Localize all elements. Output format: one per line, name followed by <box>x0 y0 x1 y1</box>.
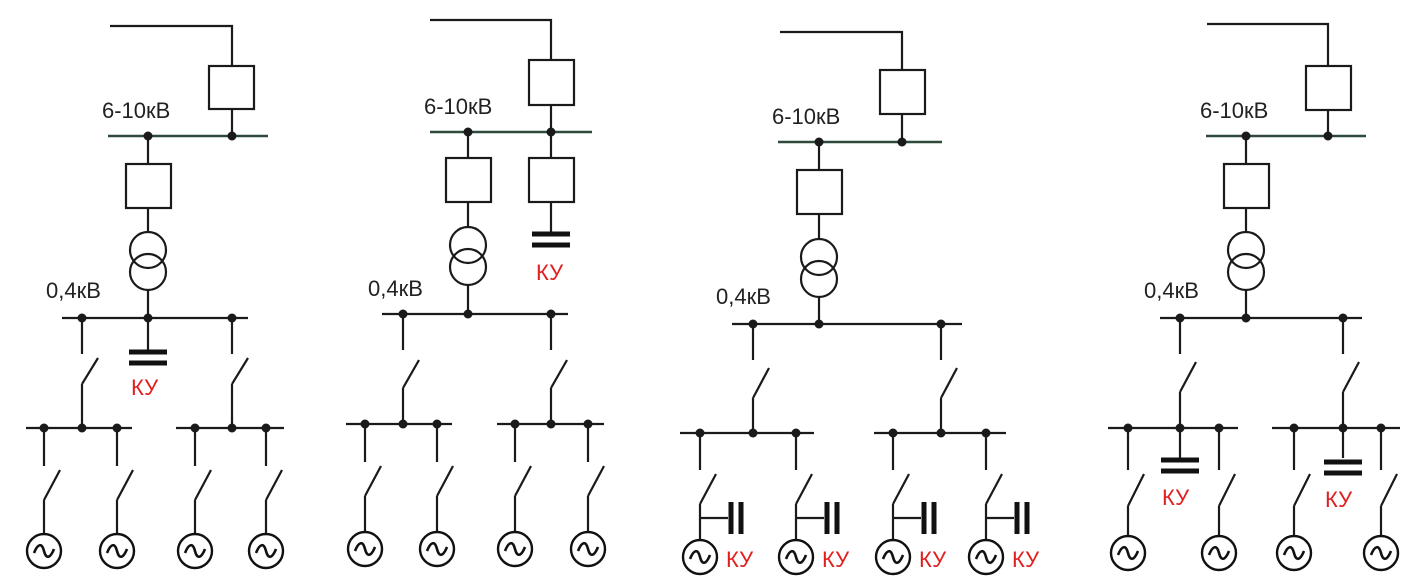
feeder-switch <box>1178 318 1197 428</box>
transformer <box>1226 230 1266 292</box>
feeder-switch <box>230 318 249 428</box>
motor-icon <box>569 530 607 568</box>
ku-label: КУ <box>1012 547 1040 572</box>
hv-breaker <box>527 58 576 107</box>
motor-icon <box>247 532 285 570</box>
scheme-1: 6-10кВ 0,4кВ КУ <box>25 24 285 570</box>
lv-voltage-label: 0,4кВ <box>716 284 771 309</box>
lv-voltage-label: 0,4кВ <box>368 276 423 301</box>
motor-icon <box>1109 534 1147 572</box>
motor-icon <box>418 530 456 568</box>
lv-voltage-label: 0,4кВ <box>1144 278 1199 303</box>
motor-icon <box>25 532 63 570</box>
ku-label: КУ <box>131 375 159 400</box>
individual-capacitor <box>728 502 744 534</box>
feeder-switch <box>401 314 420 424</box>
hv-breaker <box>878 68 927 116</box>
feeder-switch <box>80 318 99 428</box>
motor-icon <box>967 538 1005 576</box>
compensation-capacitor <box>532 231 570 248</box>
feeder-switch <box>939 324 958 433</box>
capacitor-breaker <box>527 156 576 204</box>
ku-label: КУ <box>822 547 850 572</box>
hv-voltage-label: 6-10кВ <box>424 94 492 119</box>
motor-icon <box>346 530 384 568</box>
ku-label: КУ <box>1325 487 1353 512</box>
individual-capacitor <box>824 502 840 534</box>
scheme-3: 6-10кВ 0,4кВ <box>680 30 1040 576</box>
feeder-switch <box>549 314 568 424</box>
ku-label: КУ <box>726 547 754 572</box>
motor-icon <box>874 538 912 576</box>
hv-voltage-label: 6-10кВ <box>102 98 170 123</box>
lv-voltage-label: 0,4кВ <box>46 278 101 303</box>
motor-icon <box>98 532 136 570</box>
transformer <box>448 225 488 287</box>
motor-icon <box>1362 534 1400 572</box>
transformer <box>799 237 839 299</box>
motor-icon <box>496 530 534 568</box>
feeder-switch <box>751 324 770 433</box>
motor-icon <box>1200 534 1238 572</box>
hv-voltage-label: 6-10кВ <box>772 104 840 129</box>
supply-line <box>110 24 234 66</box>
motor-icon <box>1275 534 1313 572</box>
hv-breaker <box>207 64 256 111</box>
group-capacitor <box>1324 459 1362 476</box>
scheme-2: 6-10кВ КУ 0,4кВ <box>346 18 607 568</box>
ku-label: КУ <box>536 260 564 285</box>
individual-capacitor <box>1014 502 1030 534</box>
transformer-breaker <box>795 168 844 216</box>
hv-breaker <box>1304 64 1353 112</box>
transformer-breaker <box>1222 162 1271 210</box>
transformer-breaker <box>444 156 493 204</box>
transformer <box>128 230 168 292</box>
supply-line <box>430 18 553 60</box>
scheme-4: 6-10кВ 0,4кВ КУ КУ <box>1108 22 1400 572</box>
group-capacitor <box>1161 457 1199 474</box>
motor-icon <box>681 538 719 576</box>
supply-line <box>780 30 904 70</box>
feeder-switch <box>1341 318 1360 428</box>
individual-capacitor <box>921 502 937 534</box>
compensation-capacitor <box>129 349 167 366</box>
transformer-breaker <box>124 162 173 210</box>
motor-icon <box>777 538 815 576</box>
hv-voltage-label: 6-10кВ <box>1200 98 1268 123</box>
ku-label: КУ <box>1162 485 1190 510</box>
ku-label: КУ <box>919 547 947 572</box>
motor-icon <box>176 532 214 570</box>
supply-line <box>1207 22 1330 66</box>
